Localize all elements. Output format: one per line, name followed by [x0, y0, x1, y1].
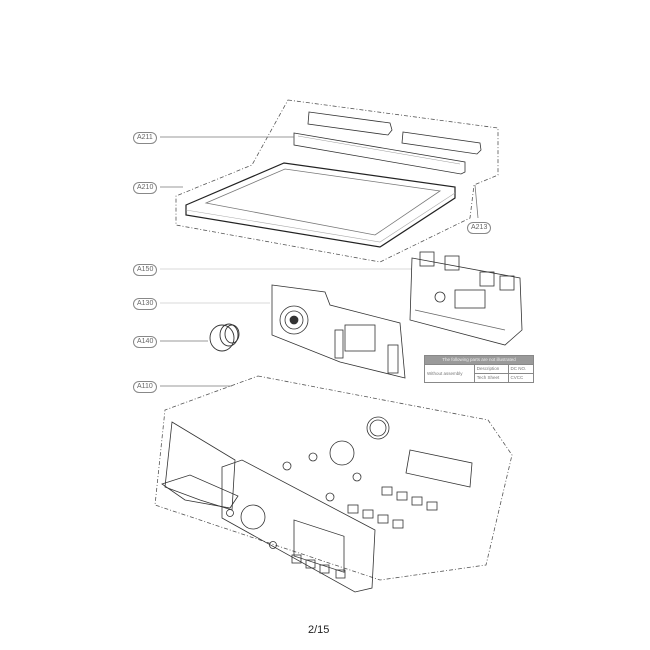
- callout-a211: A211: [133, 132, 157, 144]
- page-number: 2/15: [308, 624, 330, 636]
- callout-a130: A130: [133, 298, 158, 310]
- leader-lines: [160, 136, 479, 387]
- panel-housing: [154, 375, 513, 593]
- buttons-row-3: [291, 554, 346, 579]
- not-illustrated-table: The following parts are not illustrated …: [424, 355, 535, 383]
- callout-a213: A213: [467, 222, 492, 234]
- table-header: The following parts are not illustrated: [424, 355, 534, 365]
- callout-a140: A140: [133, 336, 158, 348]
- code-cell: DC NO.: [507, 364, 535, 374]
- callout-a110: A110: [133, 381, 157, 393]
- pcb-module: [409, 251, 523, 346]
- row-label: Without assembly: [424, 364, 475, 383]
- description-cell: Description: [473, 364, 509, 374]
- knob: [209, 323, 240, 352]
- buttons-row-1: [381, 486, 438, 511]
- display-panel: [271, 284, 406, 379]
- top-cover-group: [175, 99, 499, 263]
- callout-a210: A210: [133, 182, 158, 194]
- code-cell: CVCC: [507, 373, 535, 383]
- buttons-row-2: [347, 504, 404, 529]
- callout-a150: A150: [133, 264, 158, 276]
- description-cell: Tech Sheet: [473, 373, 509, 383]
